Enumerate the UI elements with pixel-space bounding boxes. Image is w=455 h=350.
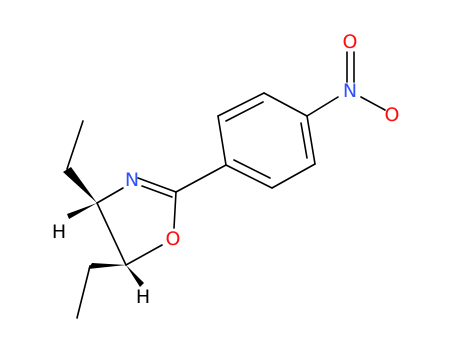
bond-c5-c4 (96, 202, 127, 266)
bond-benzene-inner-c (233, 159, 271, 179)
bond-benzene-inner-a (225, 101, 264, 122)
bond-c4-n3 (96, 187, 124, 204)
wedge-c4-ethyl (63, 167, 97, 203)
bond-o1-c5 (125, 244, 163, 266)
wedge-c4-h (67, 203, 97, 219)
bond-benzene-4-5 (306, 115, 316, 165)
bond-benzene-1-2 (217, 115, 227, 166)
wedge-c5-ethyl (88, 263, 126, 269)
bond-n3-c2-double (141, 185, 173, 198)
bond-c2-o1 (173, 191, 177, 229)
bond-aryl-nitro (306, 96, 339, 117)
bond-n3-c2 (137, 177, 177, 193)
atom-o-nitro-top: O (343, 31, 358, 53)
atom-n-nitro: N (343, 80, 357, 102)
bond-benzene-3-4 (263, 92, 308, 117)
atom-n-ring: N (125, 169, 139, 191)
atom-h-c5: H (136, 286, 150, 308)
bond-benzene-6-1 (225, 164, 273, 189)
bond-benzene-2-3 (217, 92, 265, 117)
bond-benzene-inner-b (300, 122, 308, 159)
bond-ethyl1-ch2-ch3 (66, 120, 84, 170)
bond-ethyl2-ch2-ch3 (76, 265, 91, 319)
atom-o-ring: O (166, 228, 181, 250)
atom-h-c4: H (52, 221, 66, 243)
atom-o-nitro-right: O (385, 104, 400, 126)
bond-c2-aryl (175, 164, 227, 193)
bond-nitro-o-right (360, 96, 386, 111)
bond-benzene-5-6 (271, 163, 316, 189)
wedge-c5-h (126, 265, 144, 287)
